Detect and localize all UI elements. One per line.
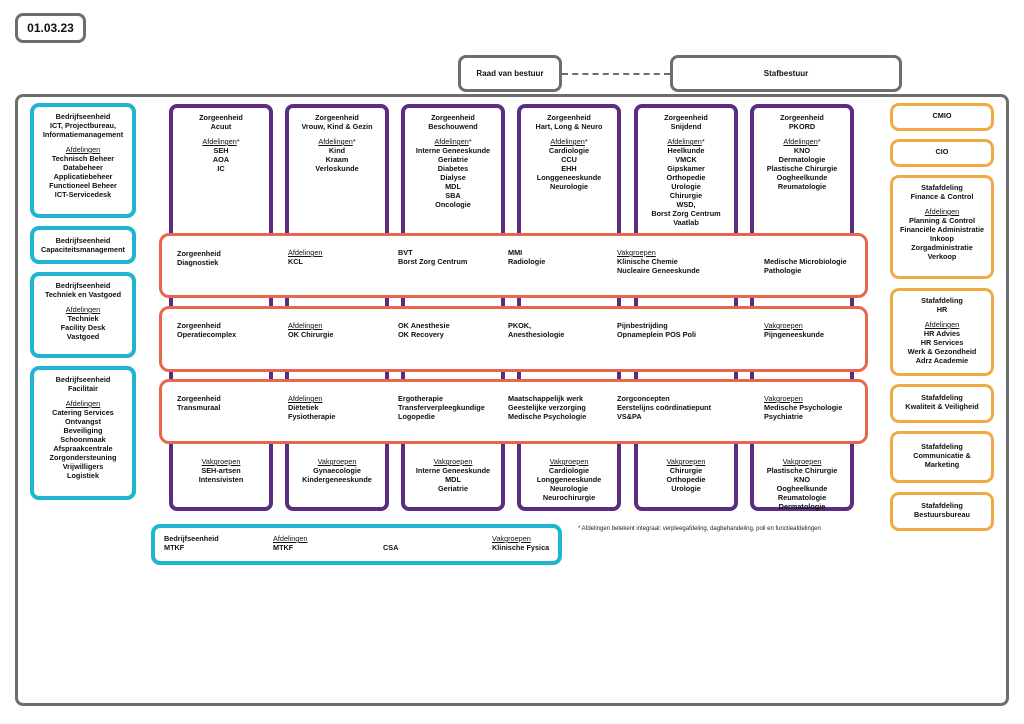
unit-facilitair: Bedrijfseenheid Facilitair Afdelingen Ca…	[30, 366, 136, 500]
unit-title: CMIO	[932, 111, 952, 120]
date-label: 01.03.23	[27, 21, 74, 35]
stafbestuur-box: Stafbestuur	[670, 55, 902, 92]
raad-van-bestuur-box: Raad van bestuur	[458, 55, 562, 92]
raad-van-bestuur-label: Raad van bestuur	[476, 69, 544, 78]
date-box: 01.03.23	[15, 13, 86, 43]
unit-cmio: CMIO	[890, 103, 994, 131]
unit-cio: CIO	[890, 139, 994, 167]
unit-title: CIO	[935, 147, 949, 156]
afdelingen-label: Afdelingen	[65, 145, 101, 154]
unit-techniek-vastgoed: Bedrijfseenheid Techniek en Vastgoed Afd…	[30, 272, 136, 358]
unit-title: Bedrijfseenheid Capaciteitsmanagement	[41, 236, 125, 254]
dashed-connector	[562, 73, 670, 75]
unit-ict: Bedrijfseenheid ICT, Projectbureau, Info…	[30, 103, 136, 218]
unit-title: Bedrijfseenheid ICT, Projectbureau, Info…	[42, 112, 124, 139]
unit-title: Bedrijfseenheid Techniek en Vastgoed	[44, 281, 122, 299]
unit-capaciteitsmanagement: Bedrijfseenheid Capaciteitsmanagement	[30, 226, 136, 264]
footnote: * Afdelingen betekent integraal: verplee…	[578, 526, 821, 532]
unit-title: Bedrijfseenheid Facilitair	[55, 375, 111, 393]
stafbestuur-label: Stafbestuur	[763, 69, 809, 78]
organisation-frame	[15, 94, 1009, 706]
